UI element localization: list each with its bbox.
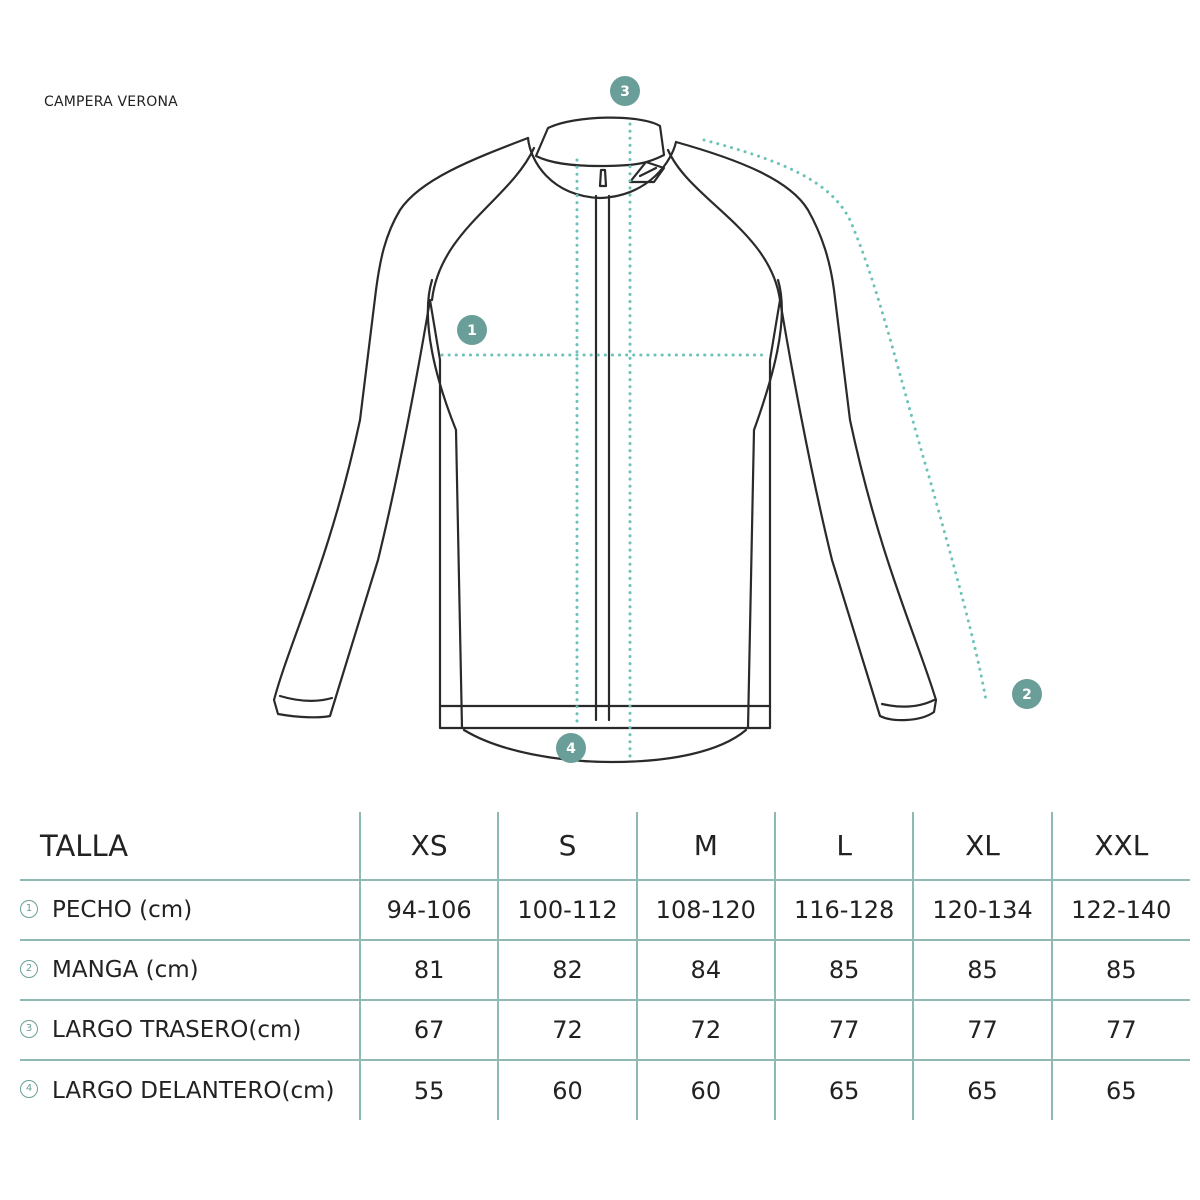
- table-cell: 84: [635, 939, 775, 1000]
- table-cell: 85: [773, 939, 914, 1000]
- table-row: 1 PECHO (cm) 94-106 100-112 108-120 116-1…: [20, 879, 1190, 940]
- table-cell: 77: [1050, 999, 1190, 1060]
- size-header-row: TALLA XS S M L XL XXL: [20, 812, 1190, 880]
- table-cell: 60: [497, 1059, 637, 1120]
- marker-2-label: 2: [1022, 687, 1032, 703]
- table-cell: 100-112: [497, 879, 637, 940]
- row-index-icon: 1: [20, 899, 38, 918]
- cuff-left: [278, 694, 334, 702]
- row-index-icon: 3: [20, 1019, 38, 1038]
- table-cell: 65: [912, 1059, 1052, 1120]
- raglan-seam-left: [430, 146, 536, 302]
- zipper: [594, 194, 611, 722]
- size-header: M: [635, 812, 775, 880]
- table-cell: 77: [912, 999, 1052, 1060]
- table-cell: 120-134: [912, 879, 1052, 940]
- measurement-lines: [440, 122, 988, 764]
- table-cell: 85: [1050, 939, 1190, 1000]
- row-label-text: LARGO TRASERO(cm): [52, 1017, 302, 1043]
- table-row: 4 LARGO DELANTERO(cm) 55 60 60 65 65 65: [20, 1059, 1190, 1120]
- row-label: 3 LARGO TRASERO(cm): [20, 999, 360, 1060]
- marker-3-label: 3: [620, 84, 630, 100]
- table-cell: 72: [635, 999, 775, 1060]
- size-header: XS: [358, 812, 499, 880]
- collar: [534, 116, 666, 168]
- table-cell: 55: [358, 1059, 499, 1120]
- product-title: CAMPERA VERONA: [44, 94, 178, 110]
- collar-base: [526, 136, 678, 200]
- table-cell: 77: [773, 999, 914, 1060]
- row-index-icon: 2: [20, 959, 38, 978]
- table-cell: 85: [912, 939, 1052, 1000]
- row-label-text: MANGA (cm): [52, 957, 199, 983]
- side-panel-right: [746, 278, 783, 730]
- row-label: 4 LARGO DELANTERO(cm): [20, 1059, 360, 1120]
- row-label-text: PECHO (cm): [52, 897, 193, 923]
- table-cell: 116-128: [773, 879, 914, 940]
- cuff-right: [880, 698, 936, 708]
- table-cell: 122-140: [1050, 879, 1190, 940]
- table-cell: 82: [497, 939, 637, 1000]
- size-header: XL: [912, 812, 1052, 880]
- header-talla: TALLA: [40, 828, 129, 863]
- table-row: 2 MANGA (cm) 81 82 84 85 85 85: [20, 939, 1190, 1000]
- row-label: 2 MANGA (cm): [20, 939, 360, 1000]
- jacket-outline: [272, 116, 938, 764]
- table-cell: 65: [773, 1059, 914, 1120]
- marker-3: 3: [610, 76, 640, 106]
- size-header: S: [497, 812, 637, 880]
- size-table: TALLA XS S M L XL XXL 1 PECHO (cm) 94-106…: [20, 812, 1190, 1120]
- side-panel-left: [426, 278, 464, 730]
- marker-1-label: 1: [467, 323, 477, 339]
- table-cell: 108-120: [635, 879, 775, 940]
- rear-tail: [462, 728, 748, 764]
- zipper-pull: [598, 168, 608, 188]
- table-cell: 81: [358, 939, 499, 1000]
- row-label-text: LARGO DELANTERO(cm): [52, 1077, 335, 1104]
- table-cell: 60: [635, 1059, 775, 1120]
- size-header: L: [773, 812, 914, 880]
- row-index-icon: 4: [20, 1080, 38, 1098]
- marker-1: 1: [457, 315, 487, 345]
- table-cell: 65: [1050, 1059, 1190, 1120]
- marker-4: 4: [556, 733, 586, 763]
- sleeve-measure-line: [702, 138, 988, 702]
- marker-2: 2: [1012, 679, 1042, 709]
- marker-4-label: 4: [566, 741, 576, 757]
- jacket-diagram: 1 2 3 4: [272, 76, 1042, 764]
- table-cell: 67: [358, 999, 499, 1060]
- brand-logo: [628, 160, 666, 184]
- jacket-body: [272, 136, 938, 730]
- size-header: XXL: [1050, 812, 1190, 880]
- raglan-seam-right: [666, 148, 782, 302]
- row-label: 1 PECHO (cm): [20, 879, 360, 940]
- table-row: 3 LARGO TRASERO(cm) 67 72 72 77 77 77: [20, 999, 1190, 1060]
- table-cell: 72: [497, 999, 637, 1060]
- table-cell: 94-106: [358, 879, 499, 940]
